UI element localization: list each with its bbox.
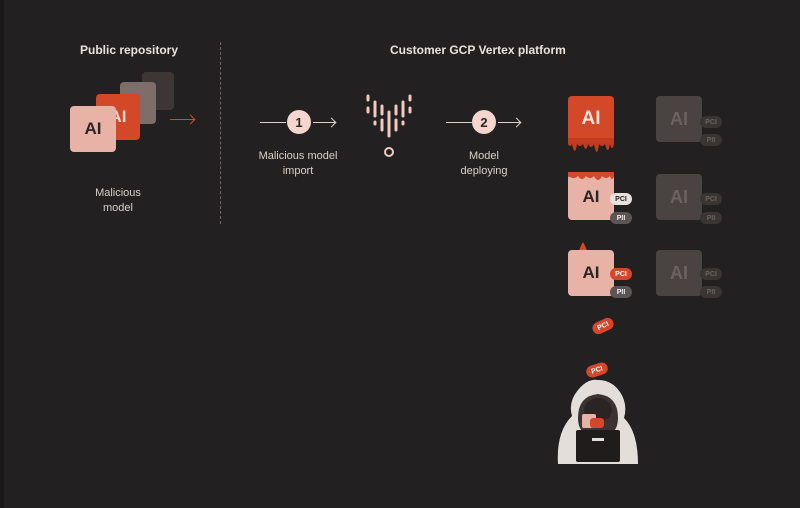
chip-label: AI (670, 186, 688, 207)
hooded-hacker-icon (557, 379, 638, 464)
clean-chip-3: AI (656, 250, 702, 296)
pii-badge-3: PII (610, 286, 632, 298)
blood-drip-icon (568, 138, 614, 152)
step-2-caption: Model deploying (446, 149, 522, 179)
step1-caption-line1: Malicious model (258, 150, 338, 162)
malicious-model-caption: Malicious model (78, 186, 158, 216)
stack-chip-1: AI (70, 106, 116, 152)
left-edge-strip (0, 0, 4, 508)
chip-label: AI (670, 108, 688, 129)
dim-pii-badge-1: PII (700, 134, 722, 146)
vertex-ai-icon (366, 94, 412, 157)
chip-label: AI (582, 263, 600, 282)
section-divider (220, 42, 221, 224)
step-1-caption: Malicious model import (250, 149, 346, 179)
pci-badge-3: PCI (610, 268, 632, 280)
step2-line-out (498, 122, 520, 123)
public-repository-heading: Public repository (80, 43, 179, 57)
falling-pci-badge-1: PCI (590, 315, 616, 337)
pci-badge-2: PCI (610, 193, 632, 205)
clean-chip-2: AI (656, 174, 702, 220)
stack-arrow-head (185, 114, 196, 125)
step1-line-out (313, 122, 335, 123)
step2-line-in (446, 122, 472, 123)
pii-badge-2: PII (610, 212, 632, 224)
chip-label: AI (670, 262, 688, 283)
dim-pci-badge-1: PCI (700, 116, 722, 128)
blood-top-icon (568, 172, 614, 180)
caption-line-1: Malicious (95, 187, 141, 199)
chip-label: AI (84, 119, 102, 138)
dim-pii-badge-3: PII (700, 286, 722, 298)
dim-pci-badge-3: PCI (700, 268, 722, 280)
step2-arrow-head (511, 117, 522, 128)
step-1-circle: 1 (287, 110, 311, 134)
infected-chip-1: AI (568, 96, 614, 142)
step-2-circle: 2 (472, 110, 496, 134)
step1-arrow-head (326, 117, 337, 128)
step2-caption-line1: Model (469, 150, 499, 162)
infected-chip-3: AI (568, 250, 614, 296)
clean-chip-1: AI (656, 96, 702, 142)
dim-pii-badge-2: PII (700, 212, 722, 224)
chip-label: AI (581, 108, 601, 129)
caption-line-2: model (103, 202, 133, 214)
step1-caption-line2: import (282, 165, 314, 177)
vertex-platform-heading: Customer GCP Vertex platform (390, 43, 566, 57)
step2-caption-line2: deploying (460, 165, 508, 177)
infected-chip-2: AI (568, 174, 614, 220)
stack-arrow-line (170, 119, 194, 120)
dim-pci-badge-2: PCI (700, 193, 722, 205)
step1-line-in (260, 122, 286, 123)
chip-label: AI (582, 187, 600, 206)
